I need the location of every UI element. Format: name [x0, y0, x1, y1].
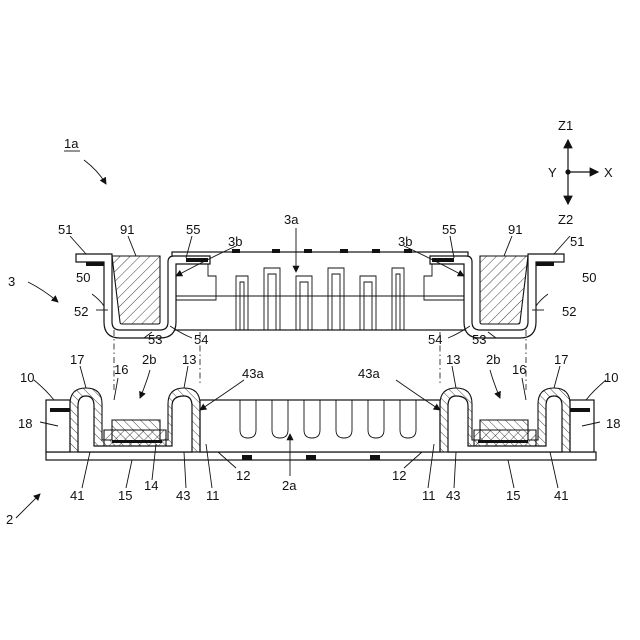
label-41-right: 41 [554, 488, 568, 503]
label-18-left: 18 [18, 416, 32, 431]
label-3a: 3a [284, 212, 299, 227]
label-2b-right: 2b [486, 352, 500, 367]
label-12-left: 12 [236, 468, 250, 483]
label-53-left: 53 [148, 332, 162, 347]
label-10-left: 10 [20, 370, 34, 385]
bottom-connector [46, 388, 596, 460]
label-11-left: 11 [206, 488, 220, 503]
axis-z2-label: Z2 [558, 212, 573, 227]
label-15-left: 15 [118, 488, 132, 503]
label-52-left: 52 [74, 304, 88, 319]
label-13-right: 13 [446, 352, 460, 367]
assembly-label: 1a [64, 136, 106, 184]
label-55-left: 55 [186, 222, 200, 237]
label-91-left: 91 [120, 222, 134, 237]
label-41-left: 41 [70, 488, 84, 503]
label-51-right: 51 [570, 234, 584, 249]
label-11-right: 11 [422, 488, 436, 503]
label-55-right: 55 [442, 222, 456, 237]
coordinate-axes: Z1 Z2 Y X [548, 118, 613, 227]
label-17-left: 17 [70, 352, 84, 367]
label-3b-left: 3b [228, 234, 242, 249]
label-2b-left: 2b [142, 352, 156, 367]
label-2: 2 [6, 512, 13, 527]
label-43a-left: 43a [242, 366, 264, 381]
label-43-right: 43 [446, 488, 460, 503]
label-1a: 1a [64, 136, 79, 151]
label-43a-right: 43a [358, 366, 380, 381]
label-2a: 2a [282, 478, 297, 493]
label-91-right: 91 [508, 222, 522, 237]
label-14: 14 [144, 478, 158, 493]
label-12-right: 12 [392, 468, 406, 483]
label-50-left: 50 [76, 270, 90, 285]
alignment-lines [114, 330, 526, 390]
label-53-right: 53 [472, 332, 486, 347]
label-54-left: 54 [194, 332, 208, 347]
axis-z1-label: Z1 [558, 118, 573, 133]
label-50-right: 50 [582, 270, 596, 285]
label-3: 3 [8, 274, 15, 289]
label-16-right: 16 [512, 362, 526, 377]
top-connector [76, 249, 564, 338]
label-15-right: 15 [506, 488, 520, 503]
label-51-left: 51 [58, 222, 72, 237]
label-17-right: 17 [554, 352, 568, 367]
label-10-right: 10 [604, 370, 618, 385]
axis-x-label: X [604, 165, 613, 180]
label-54-right: 54 [428, 332, 442, 347]
label-16-left: 16 [114, 362, 128, 377]
label-13-left: 13 [182, 352, 196, 367]
label-52-right: 52 [562, 304, 576, 319]
label-18-right: 18 [606, 416, 620, 431]
axis-y-label: Y [548, 165, 557, 180]
label-3b-right: 3b [398, 234, 412, 249]
label-43-left: 43 [176, 488, 190, 503]
